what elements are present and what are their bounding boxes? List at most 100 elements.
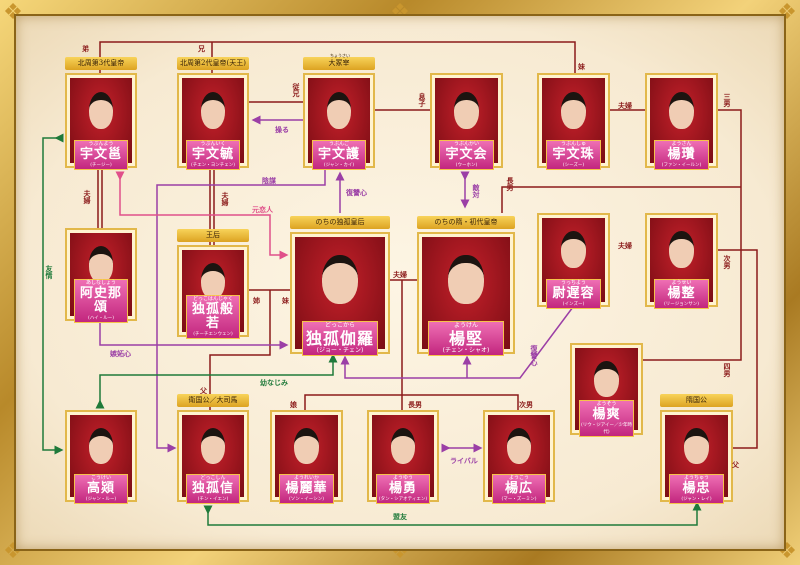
name-plate: うぶんかい宇文会(ウーホン) bbox=[438, 140, 495, 170]
character-card: ようこう楊広(マー・ズーミン) bbox=[483, 410, 555, 504]
character-title: 王后 bbox=[177, 229, 249, 242]
character-card: どっこはんじゃく独孤般若(チーチエンウェン) bbox=[177, 245, 249, 339]
character-name: 高熲 bbox=[86, 481, 115, 496]
relation-label: 友情 bbox=[45, 265, 53, 279]
face-shape bbox=[560, 231, 587, 269]
name-plate: ようゆう楊勇(タン・シアオティエン) bbox=[375, 474, 431, 504]
actor-reading: (ハイ・ルー) bbox=[88, 316, 114, 321]
relation-label: 夫婦 bbox=[618, 102, 632, 110]
title-ruby: ちょうさい bbox=[330, 53, 350, 58]
character-card: あしなしょう阿史那頌(ハイ・ルー) bbox=[65, 228, 137, 323]
actor-reading: (シーズー) bbox=[562, 163, 585, 168]
relation-label: 夫婦 bbox=[221, 192, 229, 206]
name-ruby: うぶんよう bbox=[88, 141, 114, 147]
character-title: 北周第2代皇帝(天王) bbox=[177, 57, 249, 70]
character-card: どっこしん独孤信(チン・イエン) bbox=[177, 410, 249, 504]
character-title: 衛国公／大司馬 bbox=[177, 394, 249, 407]
relation-label: 父 bbox=[732, 461, 739, 469]
character-name: 独孤般若 bbox=[191, 302, 234, 331]
name-plate: どっこしん独孤信(チン・イエン) bbox=[185, 474, 241, 504]
name-ruby: ようせい bbox=[671, 280, 692, 286]
name-plate: ようそう楊爽(リウ・ジアイー／少年時代) bbox=[578, 400, 635, 437]
actor-reading: (インズー) bbox=[562, 302, 585, 307]
character-name: 楊爽 bbox=[592, 407, 621, 422]
name-ruby: どっこから bbox=[324, 322, 355, 329]
relation-label: 従兄 bbox=[292, 83, 300, 97]
relation-label: 嫉妬心 bbox=[110, 350, 131, 358]
character-card: ようせい楊整(リージョンサン) bbox=[645, 213, 718, 309]
character-name: 楊広 bbox=[504, 481, 533, 496]
face-shape bbox=[88, 428, 114, 465]
character-card: どっこから独孤伽羅(ジョー・チェン) bbox=[290, 232, 390, 356]
face-shape bbox=[390, 428, 416, 465]
name-ruby: うぶんご bbox=[328, 141, 349, 147]
actor-reading: (チェン・シャオ) bbox=[442, 347, 490, 354]
face-shape bbox=[668, 231, 695, 269]
actor-reading: (ジャン・レイ) bbox=[681, 497, 712, 502]
relation-label: 長男 bbox=[506, 177, 514, 191]
name-plate: こうけい高熲(ジャン・ルー) bbox=[73, 474, 129, 504]
relation-label: 娘 bbox=[290, 401, 297, 409]
relation-label: 姉 bbox=[253, 297, 260, 305]
name-plate: うぶんご宇文護(ジャン・カイ) bbox=[311, 140, 367, 170]
name-ruby: どっこはんじゃく bbox=[192, 296, 233, 302]
name-ruby: うぶんしゅ bbox=[560, 141, 586, 147]
face-shape bbox=[200, 91, 226, 129]
name-plate: ようさん楊瓚(ファン・イールン) bbox=[653, 140, 710, 170]
name-ruby: ようさん bbox=[671, 141, 692, 147]
actor-reading: (リージョンサン) bbox=[664, 302, 699, 307]
name-plate: ようれいか楊麗華(ソン・イーシン) bbox=[278, 474, 335, 504]
actor-reading: (チン・イエン) bbox=[197, 497, 229, 502]
name-ruby: ようこう bbox=[508, 475, 529, 481]
relation-label: 四男 bbox=[723, 363, 731, 377]
face-shape bbox=[293, 428, 320, 465]
relation-label: 幼なじみ bbox=[260, 379, 288, 387]
relation-label: 次男 bbox=[519, 401, 533, 409]
relation-label: 夫婦 bbox=[393, 271, 407, 279]
face-shape bbox=[88, 91, 114, 129]
face-shape bbox=[683, 428, 710, 465]
face-shape bbox=[88, 246, 114, 283]
character-card: うぶんよう宇文邕(チージー) bbox=[65, 73, 137, 170]
character-card: ようれいか楊麗華(ソン・イーシン) bbox=[270, 410, 343, 504]
name-ruby: うっちよう bbox=[560, 280, 586, 286]
relation-label: 復讐心 bbox=[346, 189, 367, 197]
face-shape bbox=[453, 91, 480, 129]
character-title: のちの独孤皇后 bbox=[290, 216, 390, 229]
relation-label: ライバル bbox=[450, 457, 478, 465]
character-name: 楊勇 bbox=[388, 481, 417, 496]
actor-reading: (ジャン・カイ) bbox=[323, 163, 355, 168]
character-name: 宇文邕 bbox=[79, 147, 122, 162]
character-card: うぶんいく宇文毓(チエン・ヨンチェン) bbox=[177, 73, 249, 170]
name-ruby: うぶんいく bbox=[200, 141, 226, 147]
character-name: 楊麗華 bbox=[285, 481, 328, 496]
name-plate: うぶんしゅ宇文珠(シーズー) bbox=[545, 140, 602, 170]
relation-label: 盟友 bbox=[393, 513, 407, 521]
name-ruby: ようゆう bbox=[392, 475, 413, 481]
relation-label: 三男 bbox=[723, 93, 731, 107]
character-card: うぶんかい宇文会(ウーホン) bbox=[430, 73, 503, 170]
actor-reading: (ウーホン) bbox=[455, 163, 478, 168]
actor-reading: (ジャン・ルー) bbox=[85, 497, 117, 502]
character-name: 楊忠 bbox=[682, 481, 711, 496]
character-name: 独孤信 bbox=[191, 481, 234, 496]
character-card: こうけい高熲(ジャン・ルー) bbox=[65, 410, 137, 504]
character-title: 北周第3代皇帝 bbox=[65, 57, 137, 70]
name-ruby: どっこしん bbox=[200, 475, 226, 481]
face-shape bbox=[326, 91, 352, 129]
character-card: うっちよう尉遅容(インズー) bbox=[537, 213, 610, 309]
name-ruby: ようれいか bbox=[293, 475, 319, 481]
actor-reading: (ファン・イールン) bbox=[661, 163, 702, 168]
name-ruby: ようちゅう bbox=[683, 475, 709, 481]
relation-label: 復讐心 bbox=[530, 345, 538, 366]
face-shape bbox=[448, 254, 484, 305]
name-ruby: うぶんかい bbox=[453, 141, 479, 147]
face-shape bbox=[593, 361, 620, 398]
character-name: 楊堅 bbox=[448, 329, 483, 348]
relation-label: 次男 bbox=[723, 255, 731, 269]
ally-lines bbox=[42, 133, 702, 526]
former-lover-line bbox=[115, 171, 289, 260]
character-card: うぶんご宇文護(ジャン・カイ) bbox=[303, 73, 375, 170]
name-ruby: ようそう bbox=[596, 401, 617, 407]
actor-reading: (ジョー・チェン) bbox=[316, 347, 364, 354]
